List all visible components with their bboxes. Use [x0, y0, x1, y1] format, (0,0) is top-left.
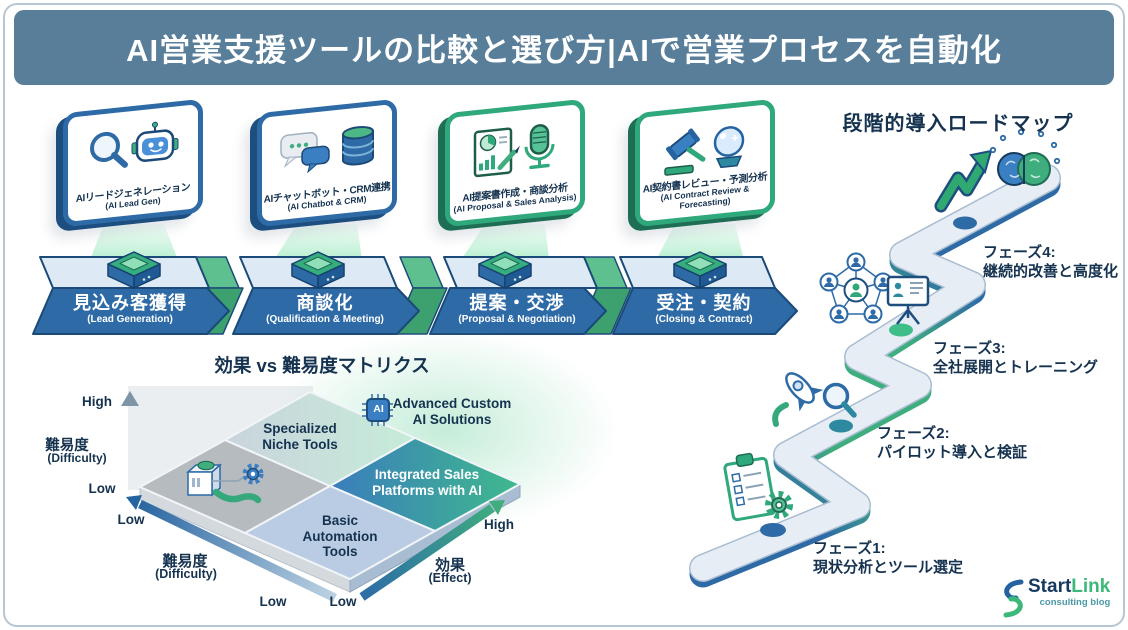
logo-start: Start	[1028, 576, 1072, 597]
process-step-jp: 見込み客獲得	[73, 293, 187, 313]
page-title: AI営業支援ツールの比較と選び方|AIで営業プロセスを自動化	[14, 10, 1114, 85]
phase-desc: パイロット導入と検証	[877, 443, 1028, 461]
rocket-icon	[785, 372, 824, 412]
microphone-icon	[524, 124, 555, 170]
matrix-axis-effect-jp: 効果	[434, 557, 466, 574]
phase-1-label: フェーズ1: 現状分析とツール選定	[813, 540, 963, 578]
brain-icon	[989, 128, 1061, 186]
lead-gen-icons	[90, 121, 179, 168]
phase-desc: 全社展開とトレーニング	[933, 358, 1099, 376]
gear-icon	[765, 491, 793, 519]
process-step-jp: 提案・交渉	[469, 293, 565, 313]
logo-subtitle: consulting blog	[1039, 597, 1111, 608]
process-block-1	[32, 256, 230, 335]
roadmap-title: 段階的導入ロードマップ	[842, 113, 1074, 135]
process-step-jp: 受注・契約	[656, 293, 752, 313]
quadrant-label-integrated: Integrated Sales Platforms with AI	[372, 467, 482, 498]
matrix-vertical-axis-arrow	[121, 391, 139, 496]
phase-label: フェーズ4:	[983, 244, 1056, 261]
quadrant-basic	[242, 484, 438, 581]
process-flow	[32, 251, 798, 335]
matrix-axis-difficulty-en-vertical: (Difficulty)	[47, 451, 107, 465]
logo-link: Link	[1071, 576, 1111, 597]
roadmap-road	[689, 164, 1061, 588]
phase-2-label: フェーズ2: パイロット導入と検証	[877, 425, 1027, 463]
matrix-axis-high-vertical: High	[82, 394, 112, 409]
robot-icon	[131, 121, 179, 162]
matrix-axis-difficulty-en-bottom: (Difficulty)	[155, 567, 217, 581]
quadrant-label-basic: Basic Automation Tools	[302, 513, 378, 560]
phase-desc: 現状分析とツール選定	[813, 558, 964, 576]
clipboard-icon	[723, 452, 777, 522]
proposal-analysis-icons	[473, 124, 555, 178]
tool-card-contract-forecast: AI契約書レビュー・予測分析 (AI Contract Review & For…	[635, 98, 775, 228]
ai-chip-label: AI	[373, 403, 384, 415]
logo-wordmark: StartLink	[1028, 577, 1110, 597]
roadmap-milestone-dots	[760, 216, 977, 537]
matrix-title: 効果 vs 難易度マトリクス	[214, 355, 430, 376]
phase-label: フェーズ1:	[813, 540, 886, 557]
matrix-ai-chip-icon	[362, 394, 393, 426]
wrench-icon	[212, 488, 262, 504]
process-step-4-label: 受注・契約 (Closing & Contract)	[614, 292, 794, 326]
matrix-axis-effect-en: (Effect)	[428, 571, 472, 585]
people-network-icon	[819, 252, 893, 324]
matrix-axis-difficulty-jp-bottom: 難易度	[162, 553, 208, 570]
contract-forecast-icons	[664, 126, 745, 176]
tool-card-chatbot-crm: AIチャットボット・CRM連携 (AI Chatbot & CRM)	[257, 98, 397, 228]
chat-bubbles-icon	[280, 131, 330, 174]
process-step-2-label: 商談化 (Qualification & Meeting)	[235, 292, 415, 326]
matrix-graphic	[121, 328, 620, 603]
document-chart-icon	[473, 127, 520, 178]
matrix-axis-high-right: High	[484, 517, 514, 532]
phase-desc: 継続的改善と高度化	[983, 262, 1119, 280]
process-step-3-label: 提案・交渉 (Proposal & Negotiation)	[427, 292, 607, 326]
crystal-ball-icon	[713, 126, 745, 169]
matrix-axis-difficulty-jp-vertical: 難易度	[45, 438, 89, 454]
tool-card-lead-gen: AIリードジェネレーション (AI Lead Gen)	[63, 98, 203, 228]
process-step-en: (Proposal & Negotiation)	[458, 314, 576, 325]
database-icon	[342, 126, 374, 166]
quadrant-label-advanced: Advanced Custom AI Solutions	[392, 396, 512, 427]
phase-4-label: フェーズ4: 継続的改善と高度化	[983, 244, 1118, 282]
quadrant-label-specialized: Specialized Niche Tools	[262, 421, 338, 452]
process-step-1-label: 見込み客獲得 (Lead Generation)	[40, 292, 220, 326]
ai-beams	[90, 224, 744, 260]
phase-label: フェーズ2:	[877, 425, 950, 442]
startlink-logo: StartLink consulting blog	[1000, 577, 1111, 609]
roadmap-graphic	[689, 128, 1061, 588]
matrix-axis-low-vertical: Low	[88, 481, 116, 496]
presentation-board-icon	[886, 275, 930, 325]
matrix-axis-low-bottom-left: Low	[259, 594, 287, 609]
matrix-effect-axis-arrow	[359, 500, 505, 601]
process-step-en: (Qualification & Meeting)	[266, 314, 384, 325]
growth-arrow-icon	[934, 149, 993, 213]
process-step-en: (Lead Generation)	[87, 314, 173, 325]
phase-label: フェーズ3:	[933, 340, 1006, 357]
matrix-axis-low-bottom-right: Low	[329, 594, 357, 609]
roadmap-magnifier-icon	[822, 382, 857, 418]
chatbot-crm-icons	[280, 126, 374, 174]
matrix-difficulty-axis-arrow	[126, 495, 337, 603]
magnifier-icon	[90, 131, 128, 168]
rocket-flame-icon	[772, 402, 789, 427]
tool-card-proposal-analysis: AI提案書作成・商談分析 (AI Proposal & Sales Analys…	[445, 98, 585, 228]
canvas-border	[3, 3, 1125, 627]
process-step-en: (Closing & Contract)	[655, 314, 753, 325]
process-step-jp: 商談化	[296, 293, 354, 313]
automation-machine-icon	[186, 460, 264, 504]
phase-3-label: フェーズ3: 全社展開とトレーニング	[933, 340, 1098, 378]
matrix-axis-low-left: Low	[117, 512, 145, 527]
gavel-icon	[664, 128, 706, 176]
startlink-logo-icon	[1003, 579, 1024, 618]
